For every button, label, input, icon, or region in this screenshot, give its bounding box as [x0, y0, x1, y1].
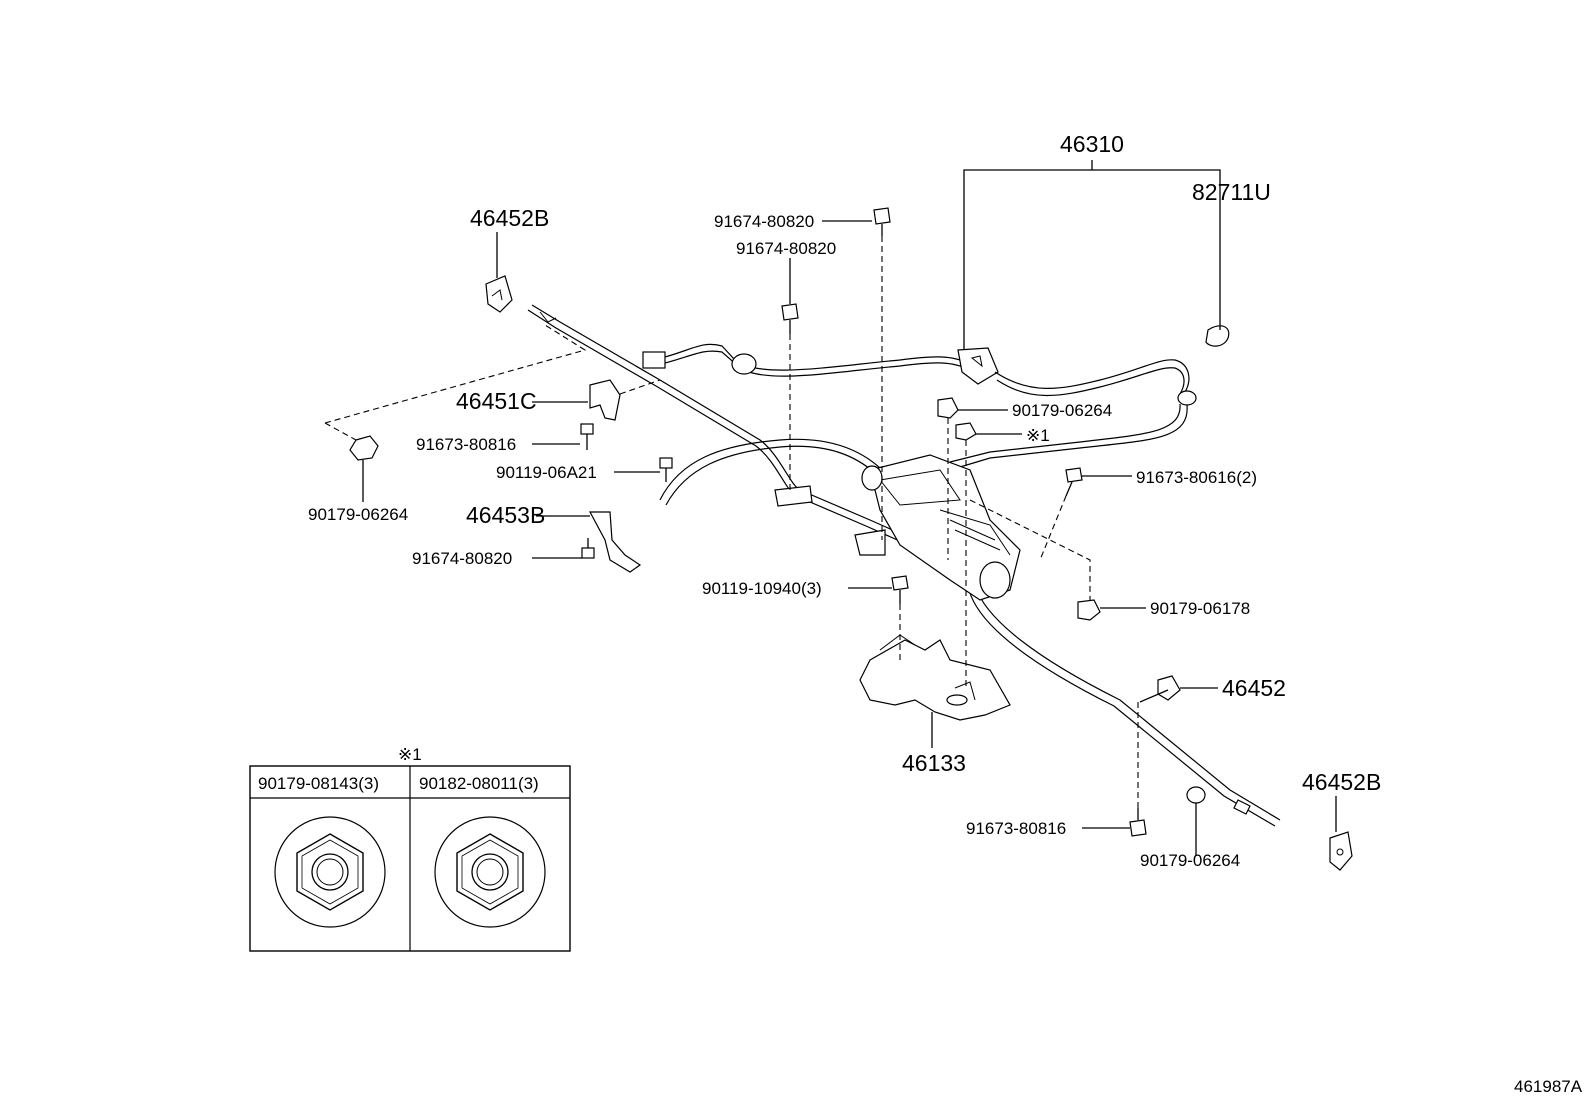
bracket-46452b-bottom — [1329, 831, 1353, 871]
grommet-right — [1177, 390, 1197, 406]
label-46133: 46133 — [902, 750, 966, 776]
callout-labels: 46310 82711U 46452B 91674-80820 91674-80… — [308, 131, 1381, 870]
nut-flange-drawing — [274, 816, 386, 928]
label-91674-80820-a: 91674-80820 — [714, 212, 814, 231]
label-82711u: 82711U — [1192, 179, 1271, 205]
nut-90179-06264-mid — [937, 397, 959, 419]
actuator-body — [774, 454, 1021, 601]
detail-col1-header: 90179-08143(3) — [258, 774, 379, 793]
label-46453b: 46453B — [466, 502, 545, 528]
label-90179-06264-mid: 90179-06264 — [1012, 401, 1112, 420]
label-90119-10940: 90119-10940(3) — [702, 579, 822, 598]
label-90179-06178: 90179-06178 — [1150, 599, 1250, 618]
label-46452b-bottom: 46452B — [1302, 769, 1381, 795]
small-parts — [349, 207, 1353, 871]
label-46452: 46452 — [1222, 675, 1286, 701]
detail-table: ※1 90179-08143(3) 90182-08011(3) — [249, 745, 571, 952]
bracket-46453b — [588, 511, 642, 573]
nut-90179-06264-left — [349, 435, 379, 461]
bolt-91673-80816-b — [1129, 808, 1147, 837]
label-91673-80616: 91673-80616(2) — [1136, 468, 1257, 487]
label-90179-06264-left: 90179-06264 — [308, 505, 408, 524]
bolt-91673-80616 — [1065, 467, 1083, 497]
label-91673-80816-a: 91673-80816 — [416, 435, 516, 454]
nut-washer-drawing — [434, 816, 546, 928]
detail-col2-header: 90182-08011(3) — [419, 774, 539, 793]
nut-detail-1 — [955, 422, 977, 441]
detail-mark: ※1 — [398, 745, 422, 764]
dashed-guides — [324, 236, 1139, 808]
connector-left — [642, 351, 666, 369]
grommet-top — [731, 353, 757, 375]
bolt-91673-80816-a — [580, 423, 594, 450]
label-46310: 46310 — [1060, 131, 1124, 157]
harness-bracket — [957, 347, 999, 385]
label-90179-06264-bottom: 90179-06264 — [1140, 851, 1240, 870]
label-91674-80820-b: 91674-80820 — [736, 239, 836, 258]
figure-id: 461987A — [1514, 1077, 1583, 1096]
bolt-91674-80820-a — [873, 207, 891, 236]
label-46452b-top: 46452B — [470, 205, 549, 231]
clip-46451c — [589, 379, 621, 421]
label-91673-80816-b: 91673-80816 — [966, 819, 1066, 838]
bolt-91674-80820-c — [581, 538, 595, 559]
clip-46452 — [1157, 675, 1181, 701]
bolt-90119-06a21 — [659, 457, 673, 482]
label-91674-80820-c: 91674-80820 — [412, 549, 512, 568]
bracket-46133 — [859, 634, 1011, 721]
bolt-90119-10940 — [891, 575, 909, 604]
nut-90179-06178 — [1077, 599, 1101, 621]
leaders — [362, 160, 1337, 856]
cable-assembly-46310 — [527, 304, 1281, 827]
nut-90179-06264-bottom — [1186, 786, 1206, 804]
label-90119-06a21: 90119-06A21 — [496, 463, 597, 482]
clamp-82711u — [1205, 325, 1230, 347]
bracket-46452b-top — [485, 275, 513, 313]
label-note-mark: ※1 — [1026, 426, 1050, 445]
bolt-91674-80820-b — [781, 303, 799, 334]
label-46451c: 46451C — [456, 388, 537, 414]
